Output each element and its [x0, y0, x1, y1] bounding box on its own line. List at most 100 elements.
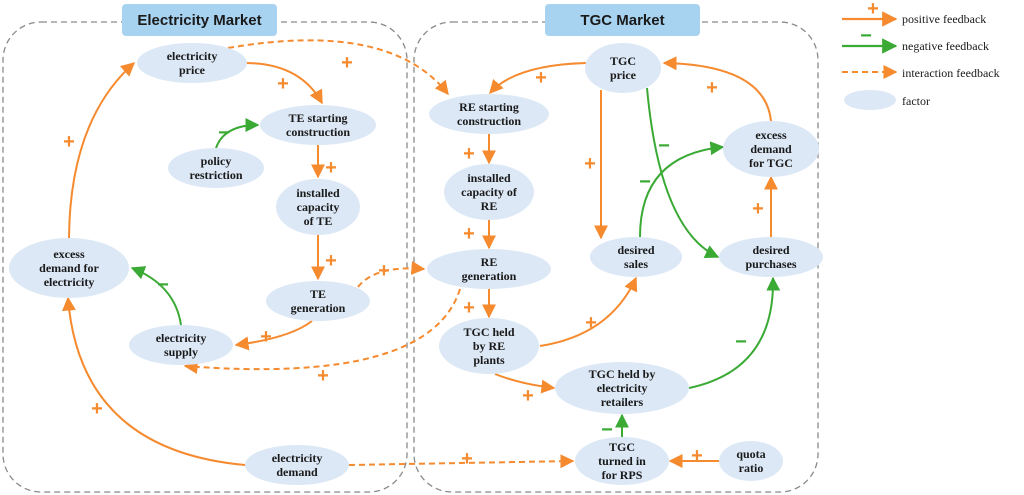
- node-ellipse: [719, 441, 783, 481]
- node-label-line: RE starting: [459, 100, 519, 114]
- link-sign-tgc-held-re-to-desired-sales: +: [585, 312, 597, 334]
- node-ellipse: [429, 94, 549, 134]
- link-sign-tgc-held-re-to-retailers: +: [522, 385, 534, 407]
- node-label-line: generation: [462, 269, 517, 283]
- node-label-line: for TGC: [749, 156, 793, 170]
- link-sign-excess-demand-tgc-to-price: +: [706, 77, 718, 99]
- node-label-line: RE: [481, 255, 498, 269]
- tgc-market-title-box: [545, 4, 700, 36]
- link-sign-te-generation-to-supply: +: [260, 326, 272, 348]
- node-label-line: electricity: [597, 381, 648, 395]
- node-label-line: price: [179, 63, 206, 77]
- node-label-line: excess: [755, 128, 787, 142]
- link-sign-supply-to-excess-demand: −: [157, 274, 169, 296]
- link-sign-te-start-to-capacity: +: [325, 157, 337, 179]
- link-te-generation-to-supply: [234, 320, 313, 351]
- link-price-to-re-start: [227, 39, 449, 96]
- node-label-line: TGC held by: [589, 367, 656, 381]
- node-label-line: generation: [291, 301, 346, 315]
- link-sign-retailers-to-desired-purchases: −: [735, 331, 747, 353]
- signs-layer: +−+++−++++++++++++−+−+−−++: [63, 52, 764, 470]
- node-label-line: electricity: [44, 275, 95, 289]
- node-label-line: construction: [457, 114, 521, 128]
- node-ellipse: [129, 325, 233, 365]
- link-sign-re-start-to-capacity: +: [463, 143, 475, 165]
- node-label-line: purchases: [745, 257, 796, 271]
- link-sign-re-generation-to-tgc-held: +: [463, 297, 475, 319]
- node-ellipse: [439, 318, 539, 374]
- node-label-line: quota: [736, 447, 765, 461]
- node-label-line: of TE: [304, 214, 333, 228]
- link-te-generation-to-re-generation: [357, 261, 426, 288]
- link-policy-to-te-start: [215, 118, 260, 149]
- legend-negative-label: negative feedback: [902, 39, 989, 53]
- node-ellipse: [719, 237, 823, 277]
- node-label-line: supply: [164, 345, 198, 359]
- node-ellipse: [585, 43, 661, 93]
- node-label-line: demand: [276, 465, 318, 479]
- legend-interaction-label: interaction feedback: [902, 66, 1000, 80]
- node-label-line: installed: [467, 171, 511, 185]
- node-label-line: restriction: [189, 168, 242, 182]
- legend-positive-symbol: +: [867, 0, 879, 20]
- electricity-market-title-box: [122, 4, 277, 36]
- legend-factor-ellipse: [844, 90, 896, 110]
- link-sign-tgc-price-to-desired-sales: +: [584, 153, 596, 175]
- node-label-line: construction: [286, 125, 350, 139]
- node-label-line: TGC: [610, 54, 636, 68]
- link-sign-te-generation-to-re-generation: +: [378, 260, 390, 282]
- link-sign-policy-to-te-start: −: [218, 122, 230, 144]
- link-sign-price-to-te-start: +: [277, 73, 289, 95]
- link-sign-re-capacity-to-generation: +: [463, 223, 475, 245]
- node-label-line: electricity: [156, 331, 207, 345]
- link-sign-excess-demand-to-price: +: [63, 131, 75, 153]
- node-label-line: for RPS: [602, 468, 643, 482]
- node-label-line: TE: [310, 287, 326, 301]
- tgc-market-title: TGC Market: [580, 12, 664, 29]
- node-ellipse: [168, 148, 264, 188]
- link-tgc-price-to-re-start: [489, 62, 587, 95]
- node-label-line: demand for: [39, 261, 99, 275]
- node-label-line: RE: [481, 199, 498, 213]
- legend-positive-label: positive feedback: [902, 12, 986, 26]
- link-retailers-to-desired-purchases: [688, 276, 781, 389]
- node-ellipse: [590, 237, 682, 277]
- link-sign-demand-to-excess-demand: +: [91, 398, 103, 420]
- node-label-line: desired: [752, 243, 789, 257]
- node-label-line: price: [610, 68, 637, 82]
- link-sign-desired-purchases-to-excess-demand: +: [752, 198, 764, 220]
- link-supply-to-excess-demand: [130, 266, 182, 326]
- node-ellipse: [723, 121, 819, 177]
- node-ellipse: [575, 437, 669, 485]
- node-label-line: TGC held: [463, 325, 514, 339]
- link-sign-te-capacity-to-generation: +: [325, 250, 337, 272]
- link-tgc-price-to-desired-purchases: [646, 87, 720, 259]
- link-sign-tgc-price-to-desired-purchases: −: [658, 135, 670, 157]
- node-label-line: capacity of: [461, 185, 518, 199]
- link-excess-demand-to-price: [68, 62, 136, 239]
- link-sign-tgc-price-to-re-start: +: [535, 67, 547, 89]
- node-label-line: turned in: [598, 454, 646, 468]
- node-ellipse: [245, 445, 349, 485]
- node-ellipse: [555, 362, 689, 414]
- legend-factor-label: factor: [902, 94, 930, 108]
- node-ellipse: [266, 281, 370, 321]
- link-sign-desired-sales-to-excess-demand: −: [639, 171, 651, 193]
- links-layer: [62, 39, 781, 469]
- node-ellipse: [260, 105, 376, 145]
- node-label-line: policy: [201, 154, 232, 168]
- node-label-line: capacity: [297, 200, 340, 214]
- link-sign-price-to-re-start: +: [341, 52, 353, 74]
- node-label-line: TGC: [609, 440, 635, 454]
